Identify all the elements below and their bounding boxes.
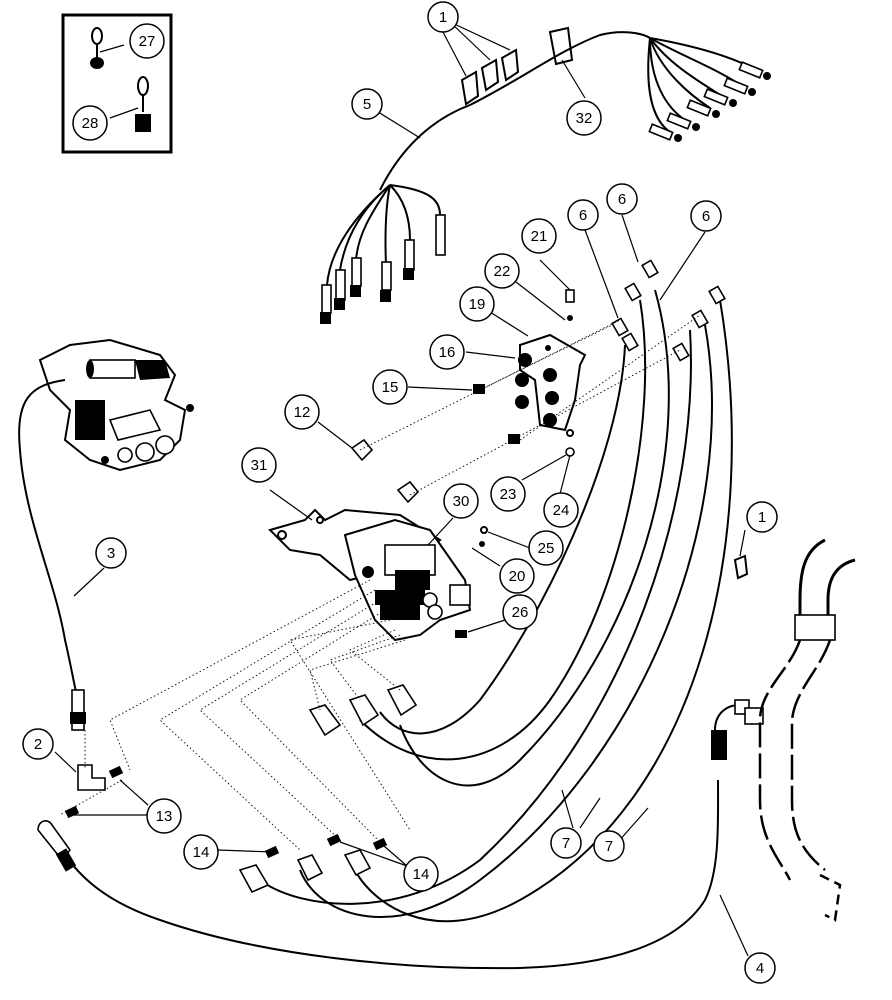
- svg-text:6: 6: [579, 207, 587, 224]
- svg-text:25: 25: [538, 540, 555, 557]
- svg-text:14: 14: [413, 866, 430, 883]
- callout-14-a: 14: [183, 834, 219, 870]
- svg-text:30: 30: [453, 493, 470, 510]
- callout-23: 23: [490, 476, 526, 512]
- callout-6-c: 6: [690, 200, 722, 232]
- svg-text:6: 6: [618, 191, 626, 208]
- callout-14-b: 14: [403, 856, 439, 892]
- inset-box: [61, 13, 173, 154]
- hose-bundle-5: [320, 31, 771, 324]
- svg-text:7: 7: [605, 838, 613, 855]
- part-27-cap: [90, 27, 104, 69]
- part-30-valve: [343, 518, 472, 642]
- callout-31: 31: [241, 447, 277, 483]
- svg-text:14: 14: [193, 844, 210, 861]
- svg-text:19: 19: [469, 296, 486, 313]
- svg-text:12: 12: [294, 404, 311, 421]
- callout-32: 32: [566, 100, 602, 136]
- part-6-fittings: [611, 259, 726, 362]
- callout-6-b: 6: [606, 183, 638, 215]
- callout-19: 19: [459, 286, 495, 322]
- callout-5: 5: [351, 88, 383, 120]
- svg-text:5: 5: [363, 96, 371, 113]
- callout-25: 25: [528, 530, 564, 566]
- callout-15: 15: [372, 369, 408, 405]
- fittings-left-fan: [320, 214, 446, 324]
- callout-30: 30: [443, 483, 479, 519]
- callout-3: 3: [95, 537, 127, 569]
- control-valve-assembly: [38, 338, 194, 472]
- callouts: 27 28 1 32 5 21 6 6: [22, 1, 778, 984]
- dotted-lines: [59, 314, 701, 851]
- svg-text:1: 1: [439, 9, 447, 26]
- hose-3: [18, 379, 79, 701]
- small-hardware: [350, 289, 575, 638]
- part-1-tags-top: [460, 48, 520, 106]
- svg-text:24: 24: [553, 502, 570, 519]
- part-13-fittings: [64, 765, 124, 819]
- svg-text:6: 6: [702, 208, 710, 225]
- svg-text:23: 23: [500, 486, 517, 503]
- fittings-right-fan: [648, 61, 771, 142]
- hose-4: [49, 779, 720, 970]
- callout-21: 21: [521, 218, 557, 254]
- svg-text:28: 28: [82, 115, 99, 132]
- leader-lines: [54, 21, 749, 957]
- hoses-7: [259, 289, 733, 923]
- part-2-elbow: [77, 764, 106, 791]
- callout-12: 12: [284, 394, 320, 430]
- callout-1-right: 1: [746, 501, 778, 533]
- svg-text:15: 15: [382, 379, 399, 396]
- svg-text:2: 2: [34, 736, 42, 753]
- callout-1-top: 1: [427, 1, 459, 33]
- callout-20: 20: [499, 558, 535, 594]
- svg-text:16: 16: [439, 344, 456, 361]
- part-1-tag-right: [733, 554, 749, 580]
- svg-text:27: 27: [139, 33, 156, 50]
- callout-26: 26: [502, 594, 538, 630]
- svg-text:4: 4: [756, 960, 764, 977]
- callout-4: 4: [744, 952, 776, 984]
- callout-24: 24: [543, 492, 579, 528]
- hose-end-fittings: [238, 684, 418, 894]
- callout-13: 13: [146, 798, 182, 834]
- fittings-hose-4: [37, 699, 764, 872]
- svg-text:7: 7: [562, 835, 570, 852]
- callout-6-a: 6: [567, 199, 599, 231]
- callout-28: 28: [72, 105, 108, 141]
- part-28-plug: [135, 76, 151, 132]
- callout-2: 2: [22, 728, 54, 760]
- loader-tube: [758, 538, 856, 922]
- svg-text:22: 22: [494, 263, 511, 280]
- callout-7-b: 7: [593, 830, 625, 862]
- fitting-hose-3: [70, 689, 86, 731]
- svg-text:13: 13: [156, 808, 173, 825]
- part-32-strap: [548, 26, 574, 66]
- callout-22: 22: [484, 253, 520, 289]
- svg-text:1: 1: [758, 509, 766, 526]
- callout-7-a: 7: [550, 827, 582, 859]
- svg-text:26: 26: [512, 604, 529, 621]
- svg-text:32: 32: [576, 110, 593, 127]
- part-19-bracket: [519, 333, 587, 432]
- part-14-fittings: [264, 833, 388, 859]
- svg-text:21: 21: [531, 228, 548, 245]
- svg-text:3: 3: [107, 545, 115, 562]
- callout-16: 16: [429, 334, 465, 370]
- callout-27: 27: [129, 23, 165, 59]
- svg-text:20: 20: [509, 568, 526, 585]
- svg-text:31: 31: [251, 457, 268, 474]
